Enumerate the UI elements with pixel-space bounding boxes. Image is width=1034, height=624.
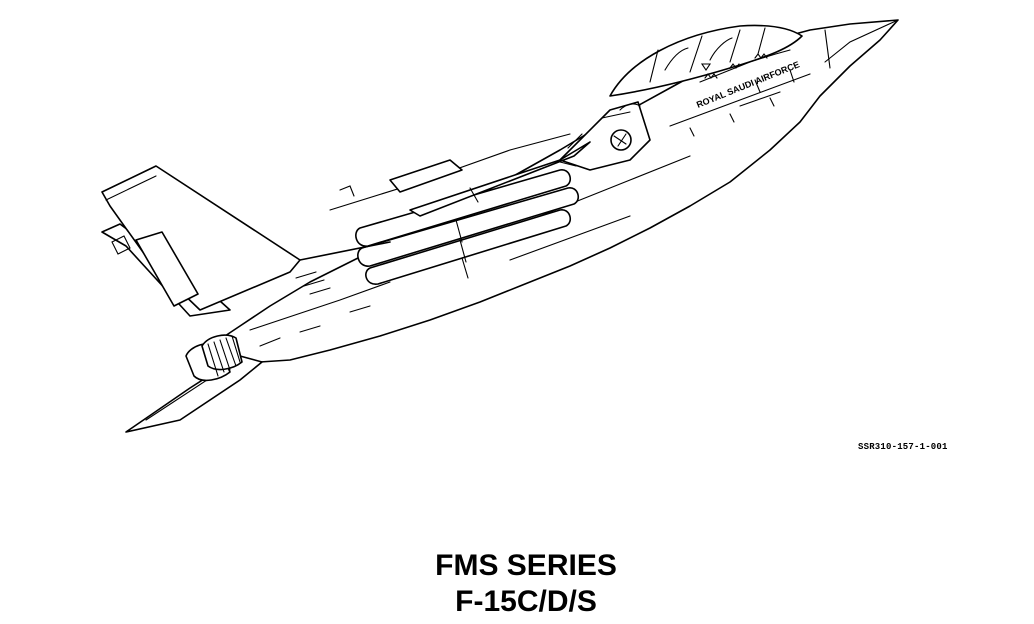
fuel-tank-middle	[357, 187, 580, 267]
horizontal-stabilator	[125, 355, 263, 433]
aircraft-line-drawing: ROYAL SAUDI AIRFORCE	[101, 19, 899, 433]
missile	[409, 141, 591, 217]
vertical-tail-front	[101, 165, 301, 311]
engine-nozzle-2	[201, 334, 243, 371]
canopy	[609, 24, 803, 97]
arabic-script-marking	[699, 49, 791, 83]
document-title: FMS SERIES F-15C/D/S	[0, 548, 1034, 620]
speed-brake	[389, 159, 463, 193]
roundel	[610, 129, 632, 151]
figure-identifier: SSR310-157-1-001	[858, 442, 948, 452]
title-series: FMS SERIES	[435, 549, 617, 582]
title-model: F-15C/D/S	[455, 585, 597, 618]
fuel-tank-lower	[365, 209, 572, 285]
aircraft-illustration: ROYAL SAUDI AIRFORCE	[90, 10, 920, 440]
tail-flash	[135, 231, 199, 307]
fuel-tank-upper	[355, 169, 572, 247]
